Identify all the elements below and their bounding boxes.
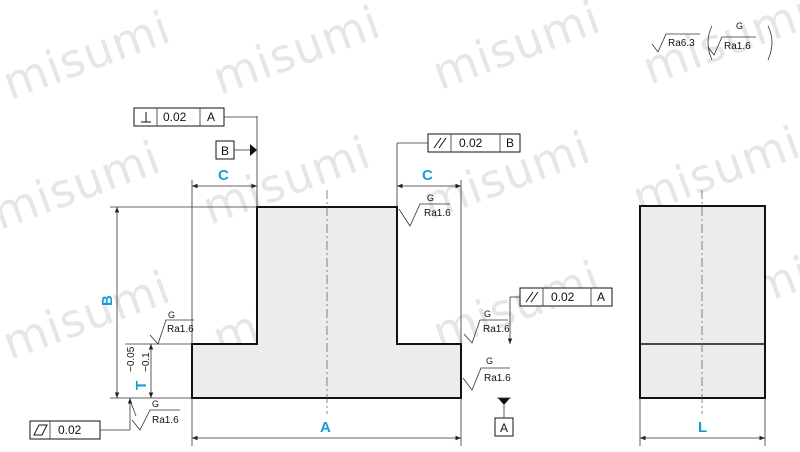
tol-upper: −0.05: [126, 346, 137, 372]
watermark-text: misumi: [0, 130, 168, 240]
perpendicularity-frame: 0.02 A: [133, 107, 257, 127]
grinding-letter: G: [736, 21, 743, 31]
parallelism-frame-top: 0.02 B: [396, 133, 521, 180]
general-roughness-label: Ra6.3: [668, 38, 695, 49]
par-side-datum: A: [597, 290, 605, 304]
dim-t: T: [133, 381, 150, 390]
datum-a-triangle-icon: [498, 398, 510, 405]
grind-letter-top: G: [427, 193, 434, 203]
dim-l: L: [698, 419, 707, 436]
dim-b: B: [99, 295, 116, 306]
tol-lower: −0.1: [141, 352, 152, 372]
datum-b-label: B: [221, 144, 229, 158]
side-view-outline: [639, 205, 766, 399]
roughness-bl: Ra1.6: [152, 415, 179, 426]
grind-letter-right: G: [484, 309, 491, 319]
par-side-value: 0.02: [551, 290, 575, 304]
roughness-bottom: Ra1.6: [484, 373, 511, 384]
watermark-text: misumi: [0, 0, 178, 110]
part-outline: [191, 206, 462, 399]
perp-datum: A: [207, 110, 215, 124]
front-view: C C A B T −0.05 −0.1: [99, 116, 462, 446]
flatness-value: 0.02: [58, 423, 82, 437]
datum-b-triangle-icon: [250, 144, 257, 156]
surface-finish-right-shoulder: G Ra1.6: [463, 309, 510, 344]
flatness-icon: [33, 424, 48, 436]
grind-letter-bottom: G: [486, 356, 493, 366]
surface-finish-top: G Ra1.6: [398, 193, 451, 227]
grind-letter-left: G: [168, 310, 175, 320]
surface-finish-bottom-left: G Ra1.6: [129, 399, 180, 431]
perpendicularity-icon: [141, 112, 151, 123]
par-top-datum: B: [506, 136, 514, 150]
side-view: L: [639, 190, 766, 446]
roughness-top: Ra1.6: [424, 208, 451, 219]
par-top-value: 0.02: [459, 136, 483, 150]
general-surface-finish: Ra6.3 G Ra1.6: [651, 21, 773, 61]
surface-finish-right-bottom: G Ra1.6: [462, 356, 511, 391]
parallelism-icon: [433, 137, 447, 149]
ground-roughness-label: Ra1.6: [724, 41, 751, 52]
surface-finish-left-shoulder: G Ra1.6: [149, 310, 194, 345]
watermark-text: misumi: [425, 0, 607, 100]
parallelism-side-icon: [525, 291, 539, 303]
watermark-text: misumi: [205, 0, 387, 105]
dim-c-right: C: [422, 167, 433, 184]
dim-a: A: [320, 419, 331, 436]
datum-a: A: [494, 397, 514, 437]
grind-letter-bl: G: [152, 399, 159, 409]
roughness-right: Ra1.6: [483, 324, 510, 335]
datum-a-label: A: [500, 421, 508, 435]
perp-value: 0.02: [163, 110, 187, 124]
datum-b: B: [215, 140, 257, 160]
flatness-frame: 0.02: [29, 398, 133, 440]
parallelism-frame-side: 0.02 A: [507, 287, 613, 344]
dim-c-left: C: [218, 167, 229, 184]
roughness-left: Ra1.6: [167, 324, 194, 335]
